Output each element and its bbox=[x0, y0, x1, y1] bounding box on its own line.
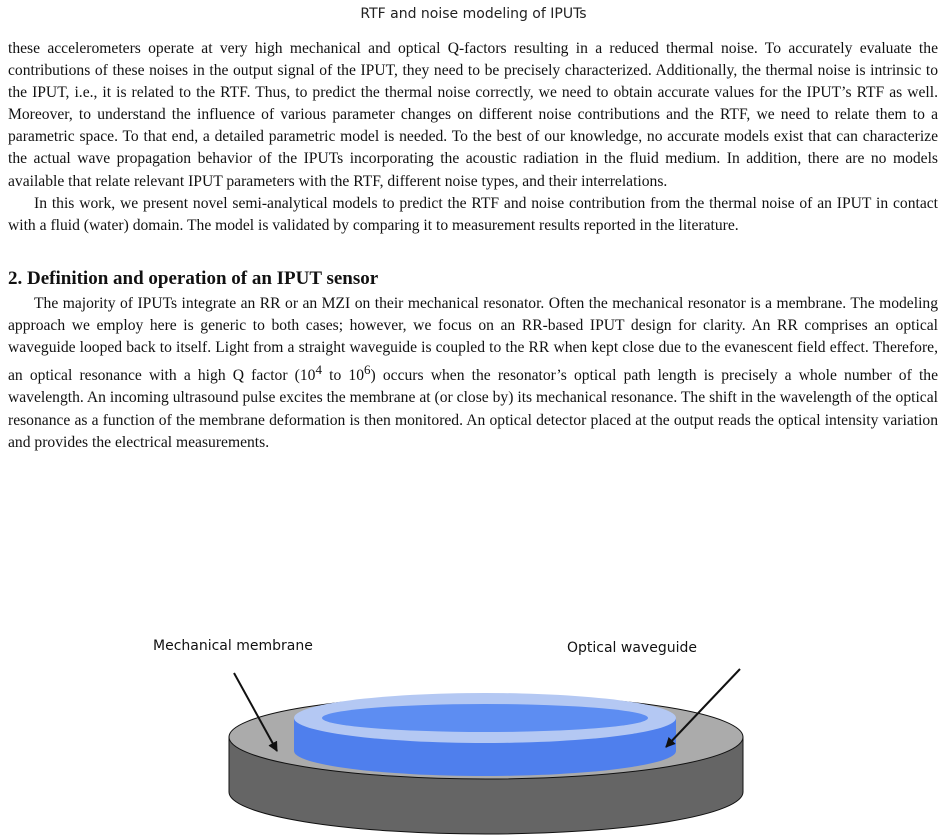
text-run: ) occurs when the resonator’s optical pa… bbox=[8, 367, 938, 451]
superscript-exponent: 6 bbox=[364, 362, 371, 378]
arrow-to-membrane bbox=[233, 672, 278, 752]
iput-figure: Mechanical membrane Optical waveguide bbox=[0, 636, 947, 838]
superscript-exponent: 4 bbox=[315, 362, 322, 378]
arrow-to-waveguide bbox=[665, 668, 741, 748]
paragraph-iput-operation: The majority of IPUTs integrate an RR or… bbox=[8, 293, 938, 454]
iput-diagram bbox=[228, 668, 744, 835]
text-run: The majority of IPUTs integrate an RR or… bbox=[8, 294, 938, 385]
ring-inner bbox=[322, 704, 648, 732]
paragraph-this-work: In this work, we present novel semi-anal… bbox=[8, 194, 938, 234]
running-header: RTF and noise modeling of IPUTs bbox=[360, 6, 587, 22]
text-run: to 10 bbox=[321, 367, 365, 385]
section-heading: 2. Definition and operation of an IPUT s… bbox=[8, 267, 379, 289]
label-mechanical-membrane: Mechanical membrane bbox=[153, 638, 313, 654]
page-body: these accelerometers operate at very hig… bbox=[8, 38, 938, 454]
paragraph-intro-continued: these accelerometers operate at very hig… bbox=[8, 40, 938, 190]
label-optical-waveguide: Optical waveguide bbox=[567, 640, 697, 656]
